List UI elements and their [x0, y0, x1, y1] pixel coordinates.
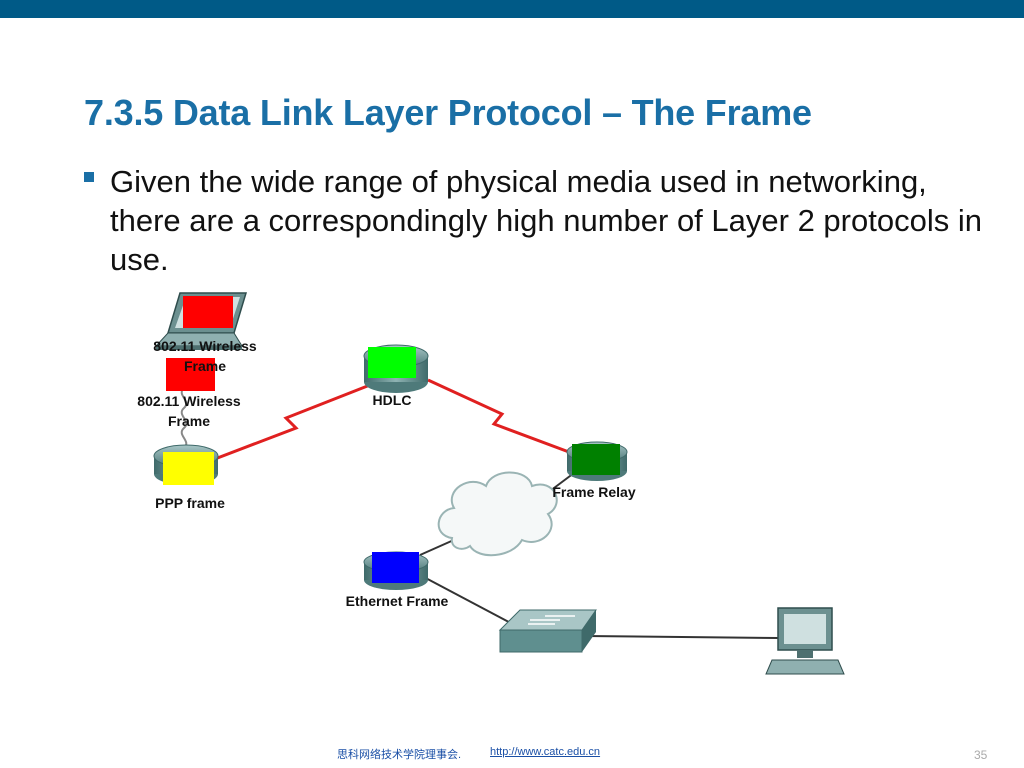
ethernet-frame-marker: [372, 552, 419, 583]
ethernet-switch-link: [419, 574, 521, 629]
top-banner: [0, 0, 1024, 18]
label-frame-relay: Frame Relay: [552, 484, 636, 500]
wireless-frame-marker: [166, 358, 215, 391]
wan-links: [206, 378, 578, 464]
footer-link[interactable]: http://www.catc.edu.cn: [490, 746, 601, 758]
switch-workstation-link: [584, 635, 779, 639]
label-hdlc: HDLC: [372, 392, 412, 408]
ppp-hdlc-serial-link: [206, 383, 371, 464]
antenna-icon: [180, 387, 188, 449]
bullet-icon: [84, 168, 98, 182]
switch-icon: [498, 609, 597, 653]
cloud-icon: [437, 471, 558, 557]
label-ppp: PPP frame: [155, 495, 225, 511]
page-number: 35: [974, 748, 988, 762]
label-ethernet: Ethernet Frame: [345, 593, 449, 609]
workstation-icon: [765, 607, 845, 675]
footer-organization: 思科网络技术学院理事会.: [337, 749, 462, 761]
slide-title: 7.3.5 Data Link Layer Protocol – The Fra…: [84, 92, 812, 133]
label-wireless-tower: 802.11 Wireless Frame: [137, 393, 241, 429]
hdlc-frame-marker: [368, 347, 416, 378]
ppp-frame-marker: [163, 452, 214, 485]
frame-relay-marker: [572, 444, 620, 475]
label-wireless-laptop: 802.11 Wireless Frame: [153, 338, 257, 374]
hdlc-framerelay-serial-link: [427, 378, 578, 457]
wireless-frame-marker: [183, 296, 233, 328]
bullet-text: Given the wide range of physical media u…: [110, 164, 982, 277]
